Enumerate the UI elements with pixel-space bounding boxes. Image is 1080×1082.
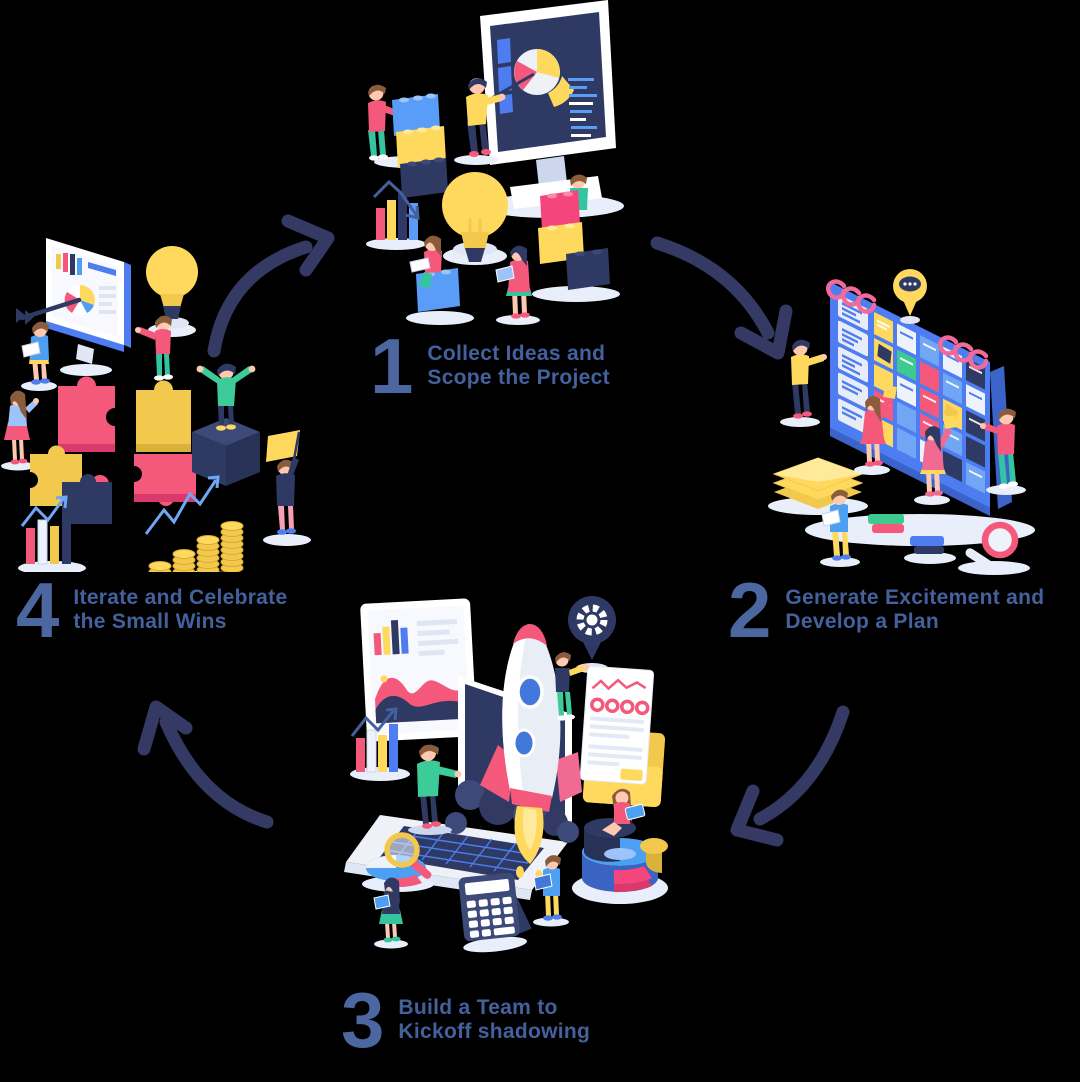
note-placing-figure-center	[914, 415, 957, 505]
pointing-figure	[780, 339, 827, 427]
step1-label: 1 Collect Ideas and Scope the Project	[370, 322, 610, 410]
step4-illustration	[1, 238, 311, 572]
lego-group-right	[532, 174, 620, 302]
calculator-icon	[458, 872, 532, 953]
growth-bar-chart-icon	[350, 707, 410, 781]
paper-stack-icon	[768, 457, 868, 515]
magnifier-pie-icon	[362, 832, 434, 892]
board-task-cards	[838, 294, 985, 494]
step1-illustration	[366, 0, 624, 325]
arrow-step2-to-step3	[730, 705, 850, 847]
step4-label: 4 Iterate and Celebrate the Small Wins	[16, 566, 288, 654]
step4-title: Iterate and Celebrate the Small Wins	[73, 586, 288, 633]
growth-bar-chart-icon	[18, 495, 86, 572]
step2-number: 2	[728, 566, 772, 654]
flag-figure	[263, 430, 311, 546]
arrow-step3-to-step4	[137, 700, 274, 829]
lightbulb-icon	[442, 172, 508, 265]
presenter-figure	[454, 78, 506, 165]
sitting-figure-on-pie	[602, 788, 646, 836]
step1-title: Collect Ideas and Scope the Project	[427, 342, 610, 389]
figure-laptop-left	[373, 877, 408, 949]
note-placing-figure-left	[854, 385, 897, 475]
dart-arrow-icon	[16, 297, 82, 325]
step4-number: 4	[16, 566, 60, 654]
bar-chart-icon	[366, 179, 426, 250]
magnifier-icon	[958, 521, 1030, 575]
sitting-figure-laptop	[406, 235, 474, 325]
step3-title: Build a Team to Kickoff shadowing	[398, 996, 591, 1043]
celebrating-figure	[196, 363, 256, 431]
step3-label: 3 Build a Team to Kickoff shadowing	[341, 976, 591, 1064]
dashboard-panel-icon	[360, 598, 477, 742]
lego-blocks-icon	[392, 93, 448, 198]
figure-laptop-left	[21, 321, 57, 391]
figure-on-screen	[555, 652, 589, 721]
figure-laptop-bottom	[820, 489, 860, 567]
figure-far-left	[1, 390, 39, 471]
step2-label: 2 Generate Excitement and Develop a Plan	[728, 566, 1045, 654]
step3-number: 3	[341, 976, 385, 1064]
figure-right	[980, 408, 1026, 495]
figure-on-keyboard	[408, 744, 462, 835]
gear-pin-icon	[568, 596, 616, 673]
target-monitor-icon	[16, 238, 131, 376]
arrow-step1-to-step2	[650, 236, 793, 360]
step1-number: 1	[370, 322, 414, 410]
coin-stacks-icon	[144, 475, 244, 572]
lightbulb-icon	[146, 246, 198, 337]
navy-block-icon	[192, 418, 260, 486]
map-pin-chat-icon	[893, 269, 927, 324]
standing-figure-laptop	[495, 245, 540, 325]
figure-on-puzzle	[135, 315, 173, 381]
presentation-monitor-icon	[480, 0, 624, 218]
step3-illustration	[344, 596, 668, 953]
figure-laptop-bottom	[533, 855, 569, 927]
step2-illustration	[768, 269, 1035, 575]
arrow-step4-to-step1	[207, 214, 335, 358]
sticky-notes	[874, 312, 985, 494]
step2-title: Generate Excitement and Develop a Plan	[785, 586, 1045, 633]
report-document-icon	[579, 665, 666, 807]
puzzle-pieces-icon	[30, 376, 196, 524]
book-stacks-icon	[860, 514, 956, 564]
pie-3d-icon	[572, 788, 668, 904]
spiral-binding-icon	[825, 279, 989, 370]
